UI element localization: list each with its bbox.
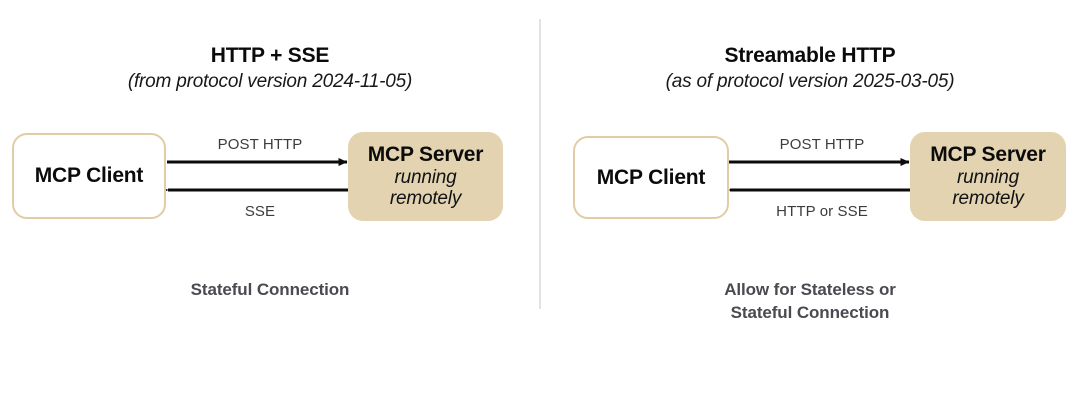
mcp-server-title: MCP Server [367,143,484,167]
mcp-server-subtitle-line2: remotely [389,188,462,210]
mcp-server-subtitle-line1: running [394,166,457,188]
arrow-label-post-http: POST HTTP [779,136,865,153]
panel-title: Streamable HTTP [724,44,896,67]
mcp-client-title: MCP Client [34,164,144,188]
mcp-server-subtitle-line1: running [957,166,1019,188]
panel-subtitle: (as of protocol version 2025-03-05) [665,71,955,92]
mcp-server-box: MCP Server running remotely [348,132,503,221]
arrow-label-sse: SSE [244,203,276,220]
mcp-client-box: MCP Client [12,133,166,219]
panel-streamable-http: Streamable HTTP (as of protocol version … [540,0,1080,402]
panel-http-sse: HTTP + SSE (from protocol version 2024-1… [0,44,540,302]
panel-caption: Allow for Stateless or Stateful Connecti… [540,279,1080,325]
arrow-label-http-or-sse: HTTP or SSE [776,203,868,220]
arrow-label-post-http: POST HTTP [217,136,303,153]
mcp-server-box: MCP Server running remotely [910,132,1066,221]
panel-subtitle: (from protocol version 2024-11-05) [127,71,413,92]
panel-caption-line1: Stateful Connection [190,280,350,299]
panel-caption: Stateful Connection [0,279,540,302]
mcp-server-title: MCP Server [930,143,1046,167]
panel-title: HTTP + SSE [210,44,330,67]
mcp-client-title: MCP Client [596,165,706,189]
mcp-client-box: MCP Client [573,136,729,219]
mcp-server-subtitle-line2: remotely [952,188,1024,210]
panel-caption-line1: Allow for Stateless or [724,280,896,299]
panel-divider [539,19,541,309]
panel-caption-line2: Stateful Connection [730,302,890,322]
